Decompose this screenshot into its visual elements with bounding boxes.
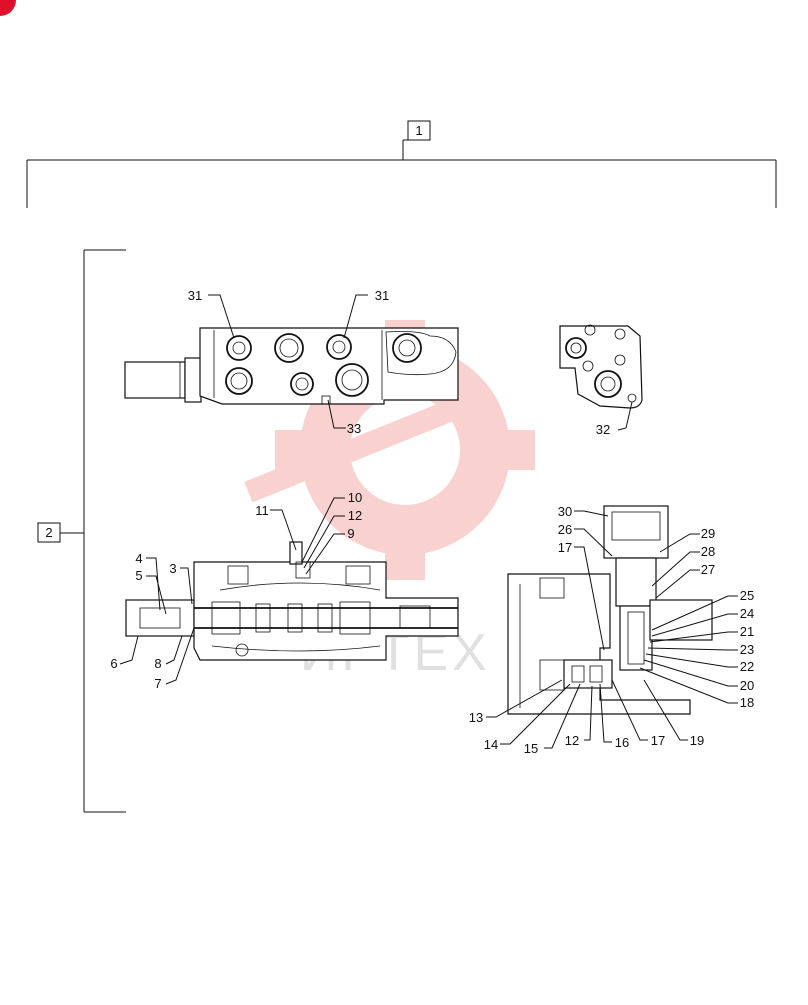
callout-7: 7 — [154, 676, 161, 691]
callout-8: 8 — [154, 656, 161, 671]
callout-33: 33 — [347, 421, 361, 436]
callout-16: 16 — [615, 735, 629, 750]
callout-4: 4 — [135, 551, 142, 566]
callout-28: 28 — [701, 544, 715, 559]
leader-lines — [119, 294, 738, 749]
callout-9: 9 — [347, 526, 354, 541]
callout-12-top: 12 — [348, 508, 362, 523]
callout-18: 18 — [740, 695, 754, 710]
callout-19: 19 — [690, 733, 704, 748]
callout-11: 11 — [255, 503, 269, 518]
callout-24: 24 — [740, 606, 754, 621]
callout-15: 15 — [524, 741, 538, 756]
corner-logo-icon — [0, 0, 16, 16]
subassembly-bracket — [37, 249, 126, 813]
callout-23: 23 — [740, 642, 754, 657]
callout-25: 25 — [740, 588, 754, 603]
callout-17-bottom: 17 — [651, 733, 665, 748]
assembly-bracket — [26, 120, 777, 208]
callout-12-bottom: 12 — [565, 733, 579, 748]
relief-valve-section-view — [507, 505, 713, 715]
spool-section-view — [125, 541, 459, 661]
callout-10: 10 — [348, 490, 362, 505]
callout-14: 14 — [484, 737, 498, 752]
callout-30: 30 — [558, 504, 572, 519]
assembly-number-label: 1 — [415, 123, 422, 138]
callout-20: 20 — [740, 678, 754, 693]
callout-27: 27 — [701, 562, 715, 577]
callout-17-top: 17 — [558, 540, 572, 555]
callout-5: 5 — [135, 568, 142, 583]
callout-29: 29 — [701, 526, 715, 541]
callout-6: 6 — [110, 656, 117, 671]
callout-31-left: 31 — [188, 288, 202, 303]
subassembly-number-label: 2 — [45, 525, 52, 540]
callout-21: 21 — [740, 624, 754, 639]
callout-13: 13 — [469, 710, 483, 725]
callout-26: 26 — [558, 522, 572, 537]
callout-22: 22 — [740, 659, 754, 674]
callout-3: 3 — [169, 561, 176, 576]
callout-31-right: 31 — [375, 288, 389, 303]
valve-body-top-view — [124, 327, 459, 405]
cover-plate-top-view — [559, 324, 643, 409]
callout-32: 32 — [596, 422, 610, 437]
callout-labels: 31 31 33 32 11 10 12 9 4 5 3 6 8 7 30 26… — [110, 288, 754, 756]
